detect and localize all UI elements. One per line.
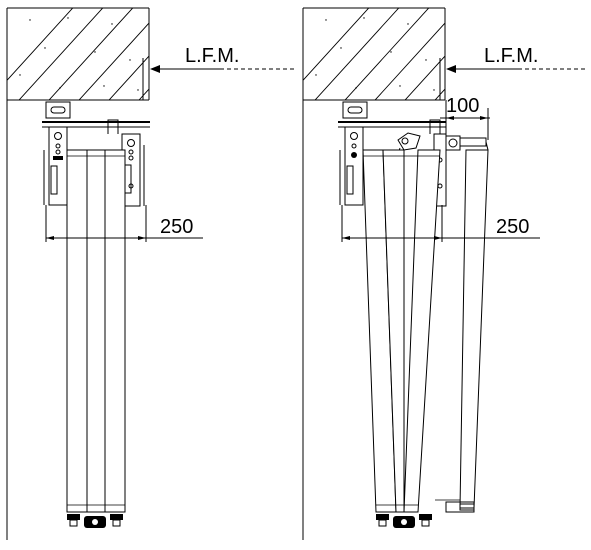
panel-1 [66,149,88,513]
door-panels-closed [66,149,126,513]
dimension-width-label-2: 250 [496,216,529,238]
lfm-arrowhead-2 [446,65,456,73]
ceiling-hatch-2 [303,8,445,100]
bracket-slot [50,106,66,114]
lfm-label: L.F.M. [185,45,239,67]
dimension-offset: 100 [440,95,490,140]
ceiling-speckles-2 [315,17,435,91]
bottom-guides-closed [67,514,123,528]
dimension-width-2: 250 [341,205,540,242]
dimension-offset-label: 100 [446,95,479,117]
left-hinge-block-2 [339,126,364,206]
dimension-width: 250 [45,205,203,242]
panel-2 [86,149,106,513]
bottom-guides-opening [376,501,475,528]
bracket-plate [45,101,71,119]
left-hinge-block [43,126,68,206]
panel-4-opening [459,149,489,509]
ceiling-hatch [7,8,149,100]
door-panels-opening [362,149,489,513]
lfm-label-2: L.F.M. [484,45,538,67]
panel-3-opening [403,149,441,513]
view-opening: L.F.M. [303,7,588,528]
dimension-width-label: 250 [160,216,193,238]
track-bracket [42,101,150,128]
view-closed: L.F.M. [6,7,295,540]
lfm-arrowhead [150,65,160,73]
panel-3 [104,149,126,513]
hinge-hook [107,119,119,134]
ceiling-speckles [19,17,139,91]
